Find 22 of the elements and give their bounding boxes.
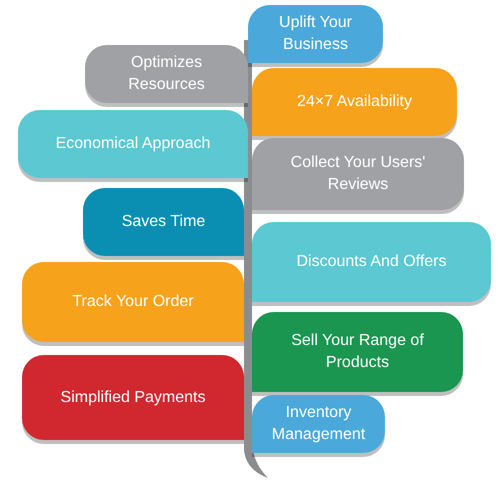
- banner-text: Economical Approach: [56, 134, 210, 154]
- banner-box: [83, 188, 244, 256]
- banner-text: Sell Your Range of Products: [290, 331, 425, 373]
- banner-box: [22, 355, 244, 440]
- banner-box: [18, 110, 248, 178]
- banner-box: [252, 138, 464, 210]
- banner-box: [252, 68, 457, 136]
- banner-box: [252, 222, 491, 302]
- banner-text: Uplift Your Business: [278, 13, 353, 55]
- banner-text: Optimizes Resources: [127, 53, 206, 95]
- banner-text: Collect Your Users' Reviews: [290, 153, 426, 195]
- banner-box: [85, 45, 248, 103]
- banner-text: Discounts And Offers: [296, 252, 446, 272]
- banner-box: [22, 262, 244, 342]
- banner-text: Track Your Order: [72, 292, 194, 312]
- banner-text: 24×7 Availability: [297, 92, 412, 112]
- banner-text: Saves Time: [122, 212, 206, 232]
- banner-box: [248, 5, 383, 63]
- banner-text: Inventory Management: [270, 403, 366, 445]
- banner-box: [252, 312, 463, 392]
- banner-box: [252, 395, 385, 453]
- banner-text: Simplified Payments: [60, 388, 206, 408]
